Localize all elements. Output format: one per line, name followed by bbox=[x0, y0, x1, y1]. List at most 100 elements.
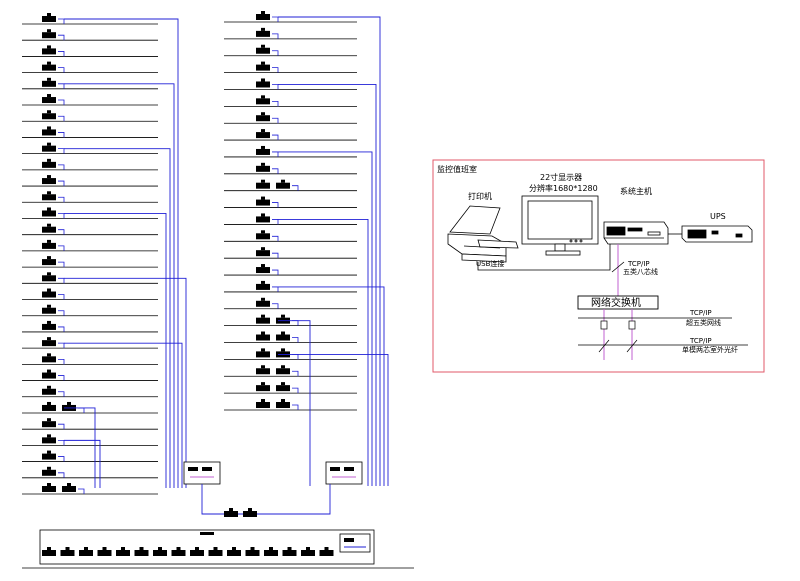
camera-body bbox=[42, 48, 56, 55]
camera-body bbox=[42, 469, 56, 476]
device-drop bbox=[58, 439, 65, 446]
device-drop bbox=[272, 202, 279, 208]
printer-label: 打印机 bbox=[468, 191, 492, 201]
bus-riser bbox=[278, 84, 377, 486]
camera-body bbox=[171, 550, 186, 556]
camera-body bbox=[245, 550, 260, 556]
floor-camera bbox=[256, 297, 270, 307]
device-drop bbox=[58, 277, 65, 284]
floor-cabinet bbox=[325, 461, 363, 485]
floor-camera bbox=[256, 264, 270, 274]
floor-camera bbox=[42, 175, 56, 185]
floor-camera bbox=[256, 331, 270, 341]
floor-camera bbox=[276, 179, 290, 189]
floor-camera bbox=[42, 483, 56, 492]
bus-riser bbox=[278, 320, 311, 486]
camera-body bbox=[256, 283, 270, 290]
floor-camera bbox=[256, 11, 270, 20]
printer-icon bbox=[447, 205, 519, 263]
camera-mount bbox=[261, 27, 265, 31]
camera-body bbox=[42, 178, 56, 185]
floor-camera bbox=[256, 213, 270, 223]
ups-label: UPS bbox=[710, 212, 726, 221]
camera-mount bbox=[65, 547, 70, 550]
camera-mount bbox=[261, 11, 265, 14]
device-drop bbox=[58, 472, 65, 478]
fiber-tick-b bbox=[626, 339, 638, 353]
device-drop bbox=[58, 261, 65, 268]
floor-camera bbox=[42, 304, 56, 314]
floor-camera bbox=[42, 61, 56, 71]
camera-body bbox=[60, 550, 75, 556]
floor-camera bbox=[42, 450, 56, 460]
floor-camera bbox=[42, 158, 56, 168]
bus-riser bbox=[278, 286, 385, 486]
tcpip-label-2: TCP/IP bbox=[689, 309, 712, 317]
camera-mount bbox=[195, 547, 199, 550]
device-drop bbox=[272, 100, 279, 107]
camera-mount bbox=[324, 547, 329, 550]
device-drop bbox=[58, 34, 65, 41]
floor-camera bbox=[276, 314, 290, 324]
camera-body bbox=[42, 550, 56, 556]
control-room-border bbox=[432, 159, 765, 373]
device-drop bbox=[272, 84, 279, 90]
camera-body bbox=[42, 421, 56, 428]
device-drop bbox=[58, 391, 65, 397]
camera-body bbox=[42, 16, 56, 22]
camera-body bbox=[256, 368, 270, 375]
camera-body bbox=[42, 97, 56, 104]
camera-mount bbox=[47, 126, 51, 130]
camera-body bbox=[256, 30, 270, 37]
floor-camera bbox=[42, 288, 56, 298]
floor-camera bbox=[42, 239, 56, 249]
floor-camera bbox=[42, 434, 56, 444]
camera-body bbox=[62, 486, 76, 492]
podium-camera bbox=[208, 547, 223, 556]
floor-camera bbox=[256, 399, 270, 408]
cabinet-switch bbox=[202, 467, 212, 471]
camera-mount bbox=[47, 158, 51, 162]
camera-body bbox=[42, 113, 56, 120]
camera-mount bbox=[281, 179, 285, 183]
floor-cabinets bbox=[183, 461, 363, 517]
camera-body bbox=[97, 550, 112, 556]
camera-body bbox=[276, 402, 290, 408]
trunk-camera bbox=[243, 508, 257, 517]
floor-camera bbox=[42, 45, 56, 55]
device-drop bbox=[272, 151, 279, 157]
bus-riser bbox=[278, 218, 369, 486]
device-drop bbox=[272, 168, 279, 174]
camera-body bbox=[256, 317, 270, 324]
left-tower-riser bbox=[22, 13, 187, 495]
camera-body bbox=[256, 267, 270, 274]
podium-camera bbox=[60, 547, 75, 556]
camera-mount bbox=[261, 213, 265, 217]
camera-mount bbox=[261, 61, 265, 65]
floor-camera bbox=[42, 191, 56, 201]
camera-body bbox=[276, 182, 290, 189]
tcpip-label-1: TCP/IP bbox=[627, 260, 650, 268]
usb-label: USB连接 bbox=[476, 259, 504, 268]
bus-riser bbox=[64, 18, 179, 488]
camera-mount bbox=[261, 399, 265, 402]
podium-camera bbox=[42, 547, 56, 556]
camera-body bbox=[256, 14, 270, 20]
camera-body bbox=[42, 145, 56, 152]
bus-riser bbox=[64, 213, 167, 488]
floor-camera bbox=[42, 142, 56, 152]
device-drop bbox=[58, 18, 65, 24]
camera-body bbox=[256, 81, 270, 88]
device-drop bbox=[58, 115, 65, 122]
floor-camera bbox=[42, 29, 56, 39]
trunk-camera bbox=[224, 508, 238, 517]
camera-body bbox=[79, 550, 93, 556]
floor-camera bbox=[42, 369, 56, 379]
camera-mount bbox=[47, 256, 51, 260]
device-drop bbox=[58, 326, 65, 332]
device-drop bbox=[272, 50, 279, 56]
camera-body bbox=[256, 216, 270, 223]
floor-camera bbox=[276, 399, 290, 408]
camera-mount bbox=[139, 547, 144, 550]
camera-mount bbox=[281, 382, 285, 386]
